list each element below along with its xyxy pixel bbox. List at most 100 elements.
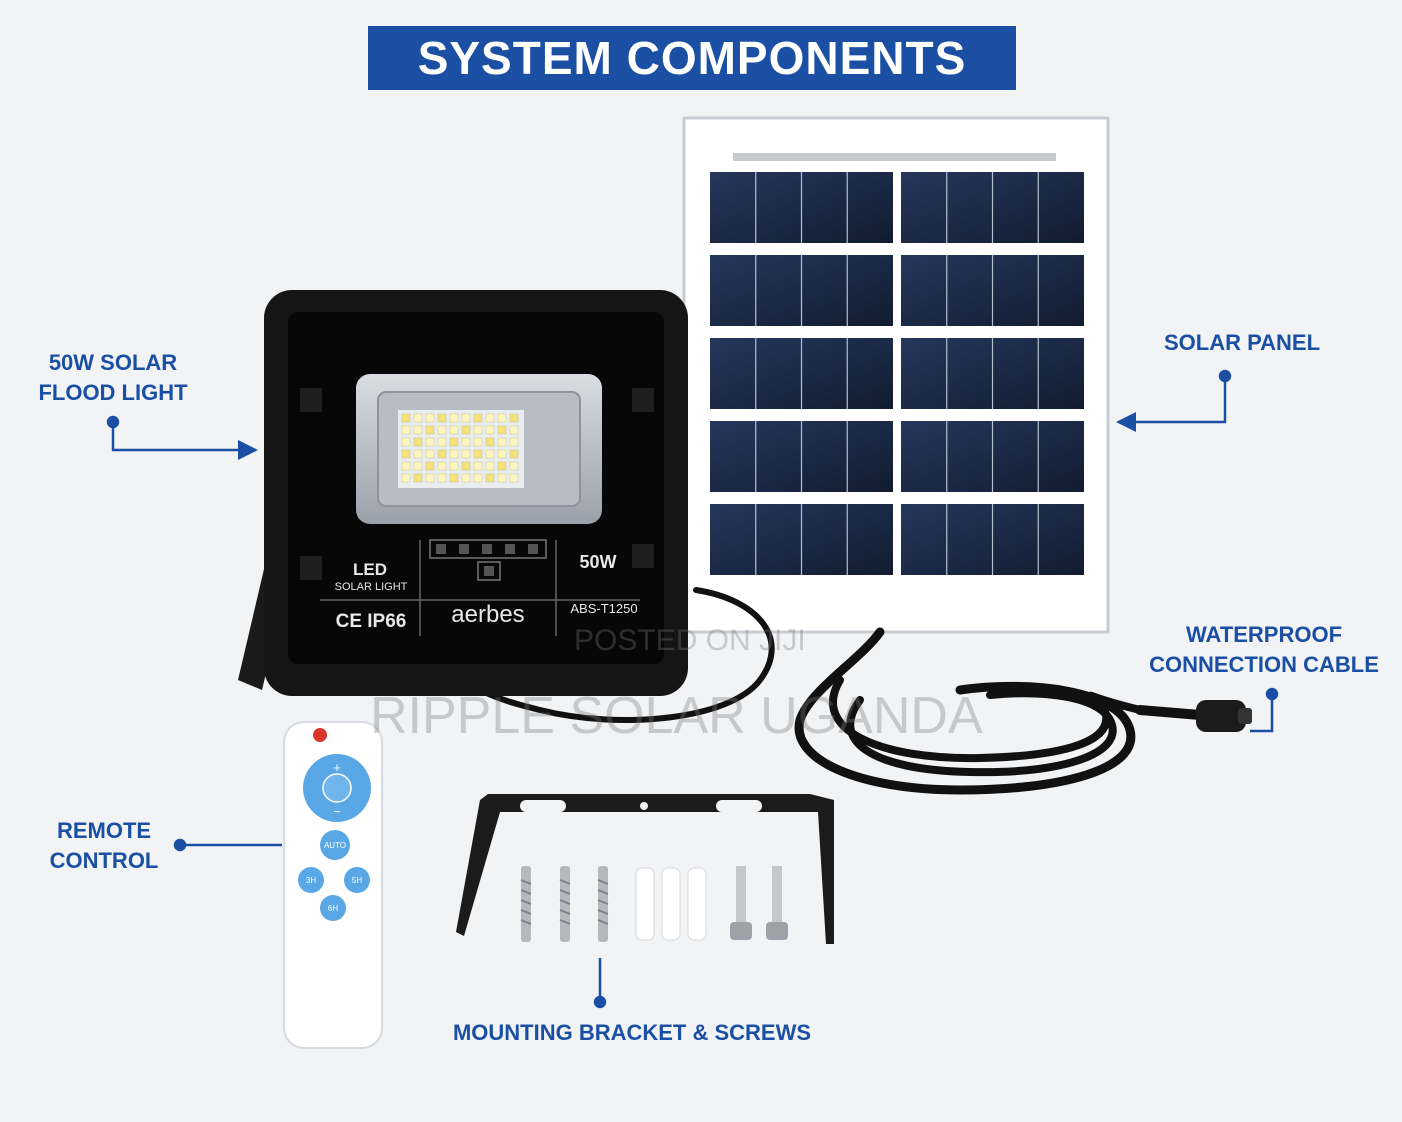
led-chip xyxy=(485,461,495,471)
led-chip xyxy=(401,413,411,423)
hex-bolt xyxy=(730,866,752,940)
remote-control: + − AUTO 3H 5H 6H xyxy=(283,721,383,1049)
led-chip xyxy=(401,437,411,447)
led-chip xyxy=(449,437,459,447)
led-chip xyxy=(497,437,507,447)
wall-plug xyxy=(635,867,655,941)
led-chip xyxy=(449,461,459,471)
led-chip xyxy=(473,413,483,423)
led-chip xyxy=(437,449,447,459)
led-chip xyxy=(461,461,471,471)
led-chip xyxy=(437,461,447,471)
led-chip xyxy=(401,461,411,471)
plus-icon: + xyxy=(333,760,341,775)
led-chip xyxy=(461,449,471,459)
connection-cable xyxy=(477,587,1252,795)
screws xyxy=(520,866,788,942)
hex-bolt xyxy=(766,866,788,940)
indicator-lights xyxy=(429,539,547,581)
timer-3h-label: 3H xyxy=(306,876,316,885)
led-chip xyxy=(497,473,507,483)
led-chip xyxy=(485,413,495,423)
led-chip xyxy=(425,413,435,423)
led-chip xyxy=(473,473,483,483)
led-chips xyxy=(401,413,519,483)
bracket-body xyxy=(456,794,834,944)
bracket-label: MOUNTING BRACKET & SCREWS xyxy=(452,1020,812,1045)
led-label: LED xyxy=(353,560,387,579)
timer-5h-label: 5H xyxy=(352,876,362,885)
led-chip xyxy=(413,425,423,435)
panel-busbar xyxy=(733,153,1056,161)
led-chip xyxy=(413,437,423,447)
solar-panel-cells xyxy=(710,172,1084,575)
led-chip xyxy=(437,473,447,483)
led-chip xyxy=(413,473,423,483)
flood-light: LED SOLAR LIGHT CE IP66 aerbes 50W ABS-T… xyxy=(238,290,688,696)
led-chip xyxy=(485,425,495,435)
led-chip xyxy=(413,413,423,423)
power-icon xyxy=(313,728,327,742)
led-chip xyxy=(401,425,411,435)
led-chip xyxy=(449,473,459,483)
auto-button-label: AUTO xyxy=(324,841,346,850)
led-chip xyxy=(473,461,483,471)
led-chip xyxy=(473,437,483,447)
led-chip xyxy=(425,461,435,471)
led-chip xyxy=(461,473,471,483)
watermark-line2: RIPPLE SOLAR UGANDA xyxy=(370,687,983,745)
led-chip xyxy=(413,449,423,459)
ce-ip-label: CE IP66 xyxy=(336,611,407,632)
auto-button xyxy=(320,830,350,860)
timer-6h-button xyxy=(320,895,346,921)
watermark-line1: POSTED ON JIJI xyxy=(574,624,806,657)
timer-3h-button xyxy=(298,867,324,893)
title-banner: SYSTEM COMPONENTS xyxy=(368,26,1016,90)
brand-label: aerbes xyxy=(451,601,524,628)
solar-panel-label: SOLAR PANEL xyxy=(1163,330,1321,355)
led-chip xyxy=(461,413,471,423)
led-chip xyxy=(437,413,447,423)
led-chip xyxy=(425,437,435,447)
led-chip xyxy=(509,461,519,471)
led-chip xyxy=(449,449,459,459)
wood-screw xyxy=(520,866,532,942)
led-chip xyxy=(497,461,507,471)
flood-light-label: 50W SOLAR FLOOD LIGHT xyxy=(38,350,188,405)
led-chip xyxy=(425,449,435,459)
wood-screw xyxy=(559,866,571,942)
remote-label: REMOTE CONTROL xyxy=(49,818,159,873)
led-chip xyxy=(449,413,459,423)
page-title: SYSTEM COMPONENTS xyxy=(417,32,967,84)
led-chip xyxy=(437,425,447,435)
callout-lines xyxy=(106,369,1279,1009)
cable-label: WATERPROOF CONNECTION CABLE xyxy=(1149,622,1379,677)
led-chip xyxy=(413,461,423,471)
led-chip xyxy=(485,449,495,459)
led-chip xyxy=(497,425,507,435)
wood-screw xyxy=(597,866,609,942)
mounting-bracket xyxy=(456,794,834,944)
wall-plug xyxy=(687,867,707,941)
solar-panel xyxy=(682,116,1110,634)
model-label: ABS-T1250 xyxy=(570,601,637,616)
cable-connector xyxy=(1196,700,1246,732)
led-chip xyxy=(461,437,471,447)
minus-icon: − xyxy=(333,804,341,819)
led-chip xyxy=(509,437,519,447)
led-chip xyxy=(485,473,495,483)
timer-5h-button xyxy=(344,867,370,893)
wall-plug xyxy=(661,867,681,941)
wattage-label: 50W xyxy=(579,552,616,572)
led-chip xyxy=(497,449,507,459)
led-chip xyxy=(449,425,459,435)
led-chip xyxy=(509,473,519,483)
led-chip xyxy=(509,425,519,435)
led-chip xyxy=(425,473,435,483)
led-chip xyxy=(473,449,483,459)
led-chip xyxy=(509,413,519,423)
led-chip xyxy=(497,413,507,423)
led-chip xyxy=(437,437,447,447)
led-chip xyxy=(485,437,495,447)
